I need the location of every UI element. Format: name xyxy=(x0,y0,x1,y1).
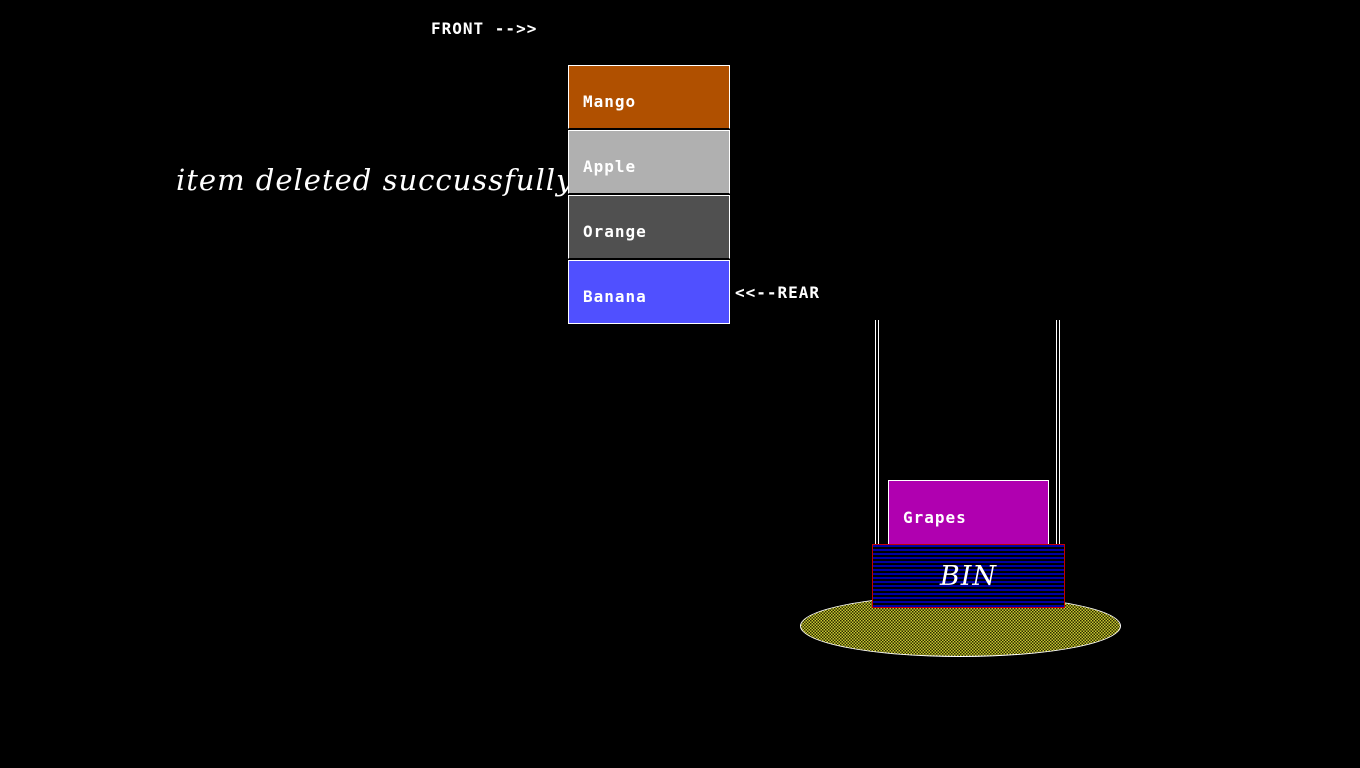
bin-rail-left xyxy=(875,320,879,546)
status-message: item deleted succussfully xyxy=(176,163,574,197)
bin-deleted-item-label: Grapes xyxy=(903,508,967,527)
front-pointer-label: FRONT -->> xyxy=(431,19,538,38)
bin-rail-right xyxy=(1056,320,1060,546)
bin-deleted-item: Grapes xyxy=(888,480,1049,545)
bin-label: BIN xyxy=(939,561,998,592)
bin-box: BIN xyxy=(872,544,1065,608)
queue-item: Banana xyxy=(568,260,730,324)
queue-item-label: Orange xyxy=(583,222,647,241)
queue-item: Mango xyxy=(568,65,730,129)
queue-item: Orange xyxy=(568,195,730,259)
queue-item: Apple xyxy=(568,130,730,194)
queue-item-label: Apple xyxy=(583,157,637,176)
queue-item-label: Banana xyxy=(583,287,647,306)
queue-stack: Mango Apple Orange Banana xyxy=(568,65,730,325)
queue-item-label: Mango xyxy=(583,92,637,111)
rear-pointer-label: <<--REAR xyxy=(735,283,821,302)
